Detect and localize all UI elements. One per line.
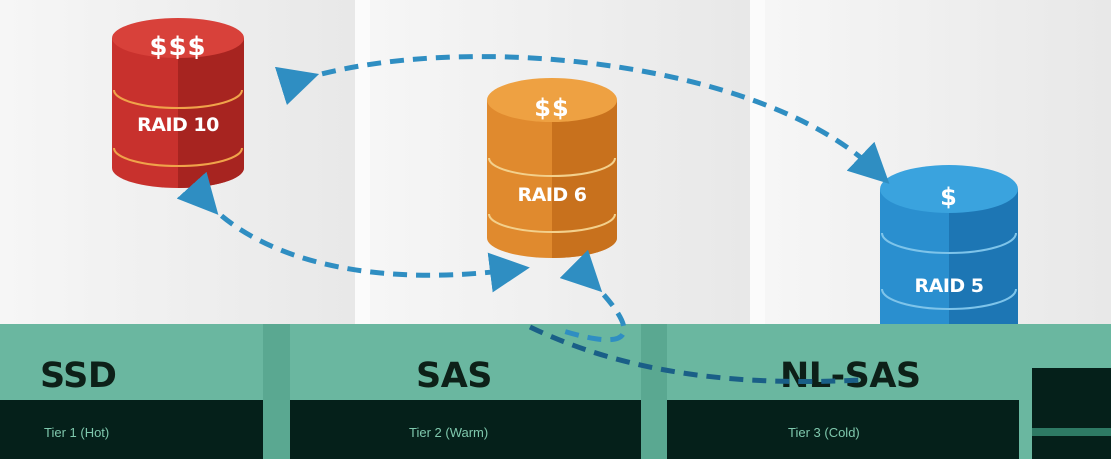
price-label: $ (940, 183, 958, 211)
arrow-raid10-to-raid6 (176, 171, 530, 293)
arrow-raid10-to-raid5 (274, 54, 890, 184)
tier-subtitle-warm: Tier 2 (Warm) (409, 425, 489, 440)
tier-subtitle-hot: Tier 1 (Hot) (44, 425, 110, 440)
tier-label-nlsas: NL-SAS (780, 356, 921, 396)
tier-label-ssd: SSD (40, 356, 117, 396)
tier-label-sas: SAS (416, 356, 493, 396)
raid-label: RAID 10 (137, 114, 219, 136)
arrow-lower-return (528, 324, 861, 384)
arrow-raid6-to-nlsas (559, 249, 627, 343)
tier-subtitle-cold: Tier 3 (Cold) (788, 425, 860, 440)
raid-label: RAID 5 (914, 275, 984, 297)
price-label: $$$ (149, 32, 207, 62)
storage-cylinder-raid5: $ RAID 5 (880, 165, 1018, 365)
storage-cylinder-raid10: $$$ RAID 10 (112, 18, 244, 190)
tier-bar (0, 324, 1111, 459)
raid-label: RAID 6 (517, 184, 587, 206)
